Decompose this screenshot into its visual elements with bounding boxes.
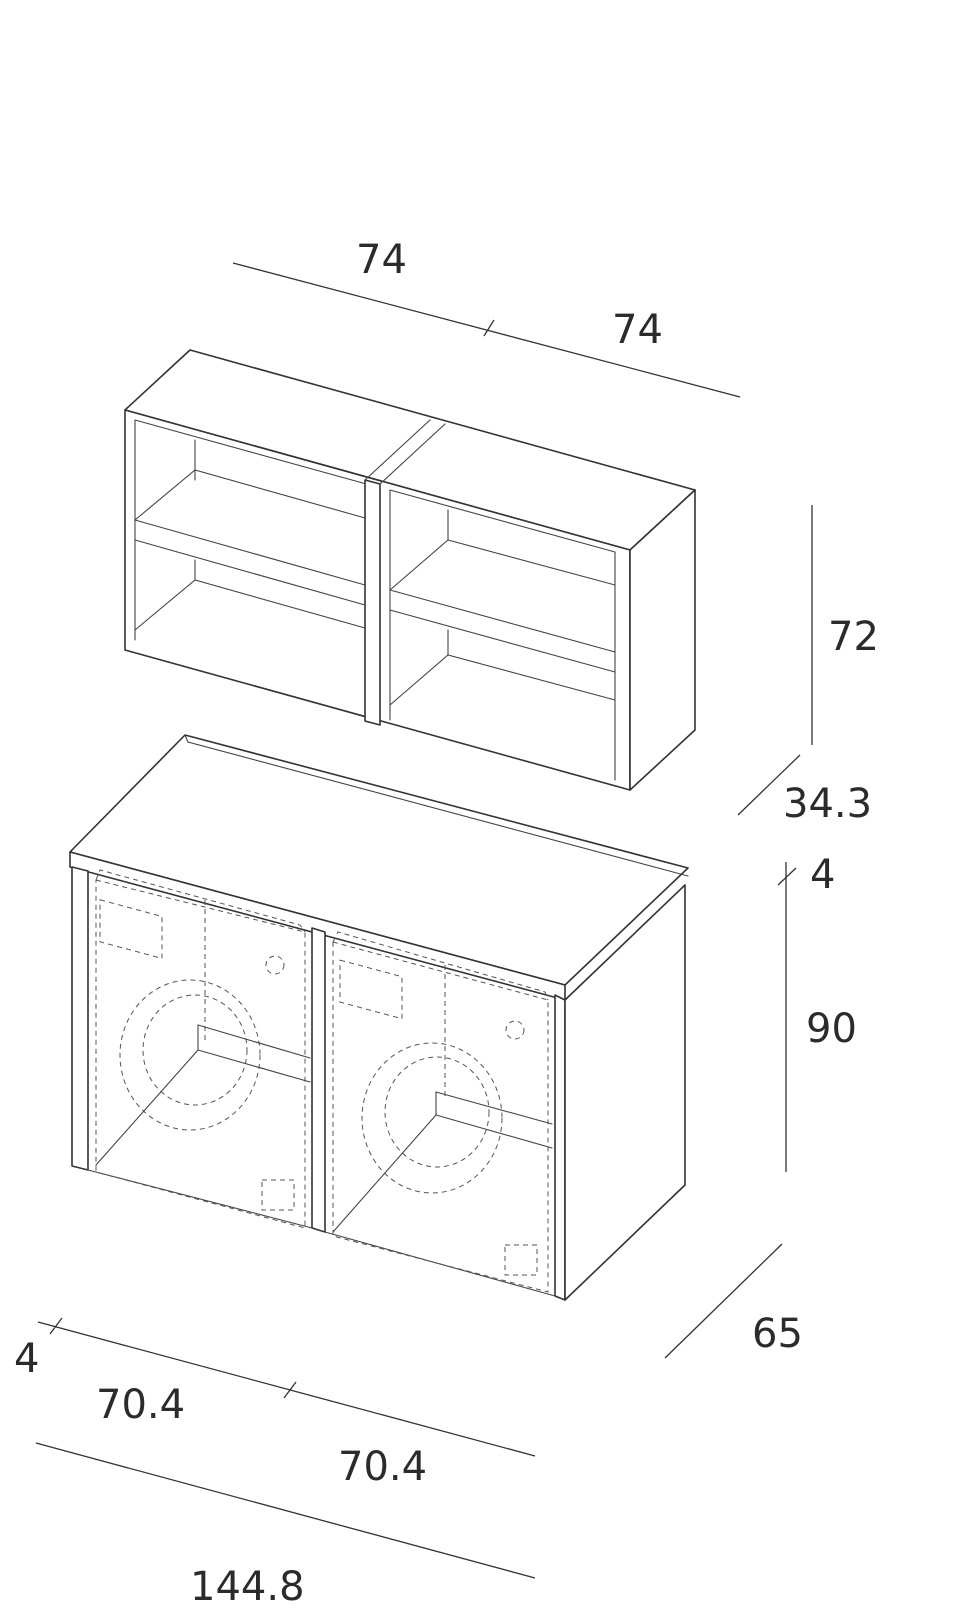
dim-wall-height: 72 xyxy=(828,614,879,660)
dim-wall-right-width: 74 xyxy=(612,307,663,353)
dim-base-height: 90 xyxy=(806,1006,857,1052)
dim-bay-right-width: 70.4 xyxy=(338,1444,427,1490)
dim-total-width: 144.8 xyxy=(190,1564,305,1608)
base-unit xyxy=(69,734,689,1301)
washing-machine-left xyxy=(95,869,311,1229)
dim-side-thickness: 4 xyxy=(14,1336,39,1382)
dim-base-depth: 65 xyxy=(752,1311,803,1357)
dim-top-thickness: 4 xyxy=(810,852,835,898)
dimension-lines xyxy=(35,262,813,1579)
washing-machine-right xyxy=(332,931,553,1293)
dim-wall-depth: 34.3 xyxy=(783,781,872,827)
dim-bay-left-width: 70.4 xyxy=(96,1382,185,1428)
dim-wall-left-width: 74 xyxy=(356,237,407,283)
wall-shelving-unit xyxy=(124,349,696,791)
